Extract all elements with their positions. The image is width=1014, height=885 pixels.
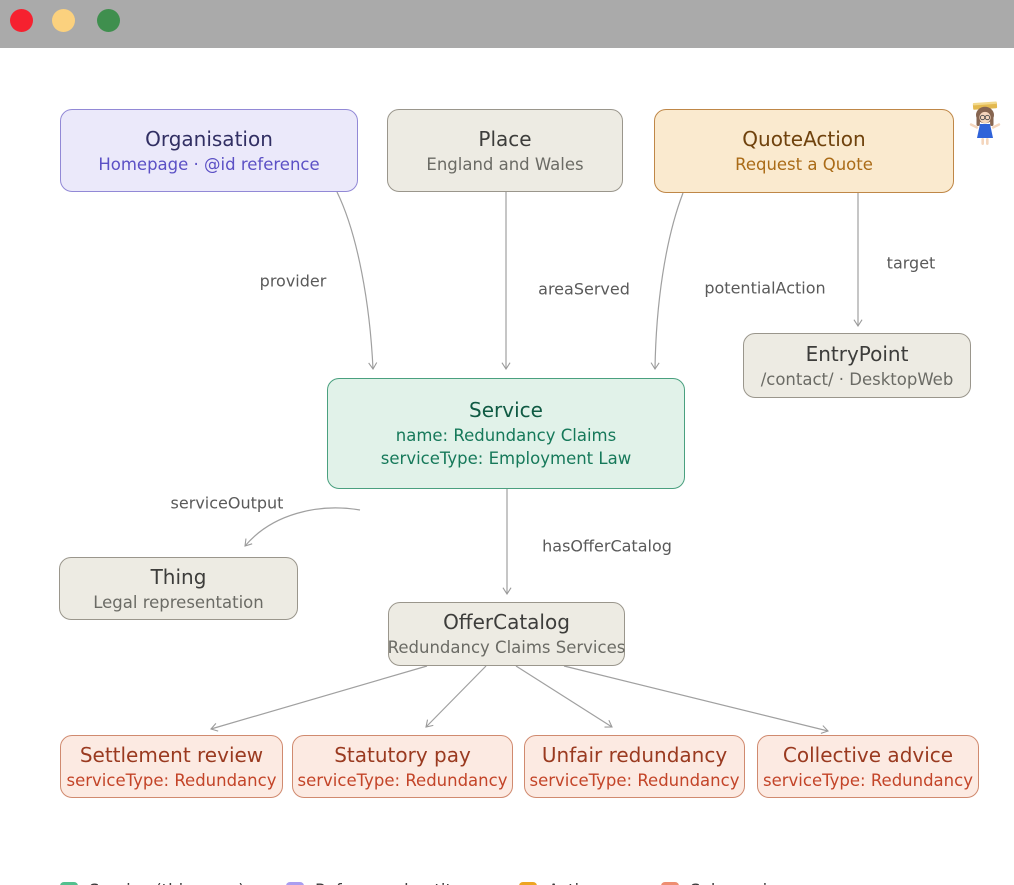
legend-swatch-sub-service-icon xyxy=(661,881,679,885)
diagram-canvas: Organisation Homepage · @id reference Pl… xyxy=(0,48,1014,885)
legend-label-sub-service: Sub-service xyxy=(690,881,786,885)
legend-item-action: Action xyxy=(519,881,600,885)
legend-label-action: Action xyxy=(548,881,600,885)
node-service-title: Service xyxy=(469,398,543,422)
node-service-name: name: Redundancy Claims xyxy=(395,426,617,445)
node-organisation-subtitle: Homepage · @id reference xyxy=(98,154,320,174)
node-entry-point-title: EntryPoint xyxy=(805,341,909,366)
node-place: Place England and Wales xyxy=(387,109,623,192)
window-titlebar xyxy=(0,0,1014,48)
sub-service-subtitle: serviceType: Redundancy xyxy=(529,770,740,790)
student-mascot-icon xyxy=(969,101,1001,145)
node-offer-catalog-title: OfferCatalog xyxy=(443,610,570,634)
edge-lines xyxy=(210,191,863,734)
node-offer-catalog: OfferCatalog Redundancy Claims Services xyxy=(388,602,625,666)
edge-label-has-offer-catalog: hasOfferCatalog xyxy=(542,536,672,556)
node-sub-service-statutory-pay: Statutory pay serviceType: Redundancy xyxy=(292,735,513,798)
edge-service-output xyxy=(244,507,361,547)
node-entry-point: EntryPoint /contact/ · DesktopWeb xyxy=(743,333,971,398)
legend-item-service: Service (this page) xyxy=(60,881,245,885)
minimize-button[interactable] xyxy=(52,9,75,32)
legend-swatch-referenced-icon xyxy=(286,881,304,885)
sub-service-subtitle: serviceType: Redundancy xyxy=(297,770,508,790)
node-sub-service-settlement-review: Settlement review serviceType: Redundanc… xyxy=(60,735,283,798)
legend-swatch-service-icon xyxy=(60,881,78,885)
node-thing-title: Thing xyxy=(150,564,207,589)
edge-label-area-served: areaServed xyxy=(538,279,630,299)
node-quote-action: QuoteAction Request a Quote xyxy=(654,109,954,193)
node-organisation: Organisation Homepage · @id reference xyxy=(60,109,358,192)
node-entry-point-subtitle: /contact/ · DesktopWeb xyxy=(760,369,954,389)
node-quote-action-title: QuoteAction xyxy=(742,127,866,151)
legend-label-service: Service (this page) xyxy=(89,881,245,885)
node-sub-service-unfair-redundancy: Unfair redundancy serviceType: Redundanc… xyxy=(524,735,745,798)
legend-item-sub-service: Sub-service xyxy=(661,881,786,885)
node-place-subtitle: England and Wales xyxy=(426,154,584,174)
node-organisation-title: Organisation xyxy=(145,126,273,151)
sub-service-subtitle: serviceType: Redundancy xyxy=(763,770,973,790)
node-service-type: serviceType: Employment Law xyxy=(380,449,632,468)
node-quote-action-subtitle: Request a Quote xyxy=(735,155,873,174)
mascot-avatar xyxy=(968,100,1002,150)
edge-label-target: target xyxy=(886,253,936,273)
sub-service-subtitle: serviceType: Redundancy xyxy=(66,770,277,790)
node-service: Service name: Redundancy Claims serviceT… xyxy=(327,378,685,489)
edge-catalog-sub3 xyxy=(515,665,613,728)
maximize-button[interactable] xyxy=(97,9,120,32)
legend-item-referenced-entity: Referenced entity xyxy=(286,881,462,885)
node-thing-subtitle: Legal representation xyxy=(93,592,264,612)
sub-service-title: Settlement review xyxy=(79,742,264,767)
legend-swatch-action-icon xyxy=(519,881,537,885)
edge-catalog-sub2 xyxy=(425,665,487,728)
sub-service-title: Unfair redundancy xyxy=(541,742,728,767)
close-button[interactable] xyxy=(10,9,33,32)
edge-potential-action xyxy=(650,192,684,370)
node-sub-service-collective-advice: Collective advice serviceType: Redundanc… xyxy=(757,735,979,798)
edge-provider xyxy=(336,191,378,370)
edge-catalog-sub4 xyxy=(563,665,829,734)
node-thing: Thing Legal representation xyxy=(59,557,298,620)
legend-label-referenced: Referenced entity xyxy=(315,881,462,885)
edge-label-provider: provider xyxy=(259,271,327,291)
sub-service-title: Collective advice xyxy=(782,742,954,767)
sub-service-title: Statutory pay xyxy=(334,742,471,767)
node-place-title: Place xyxy=(478,126,532,151)
edge-label-service-output: serviceOutput xyxy=(170,493,284,513)
edge-catalog-sub1 xyxy=(210,665,428,732)
node-offer-catalog-subtitle: Redundancy Claims Services xyxy=(387,638,626,657)
edge-label-potential-action: potentialAction xyxy=(704,278,826,298)
